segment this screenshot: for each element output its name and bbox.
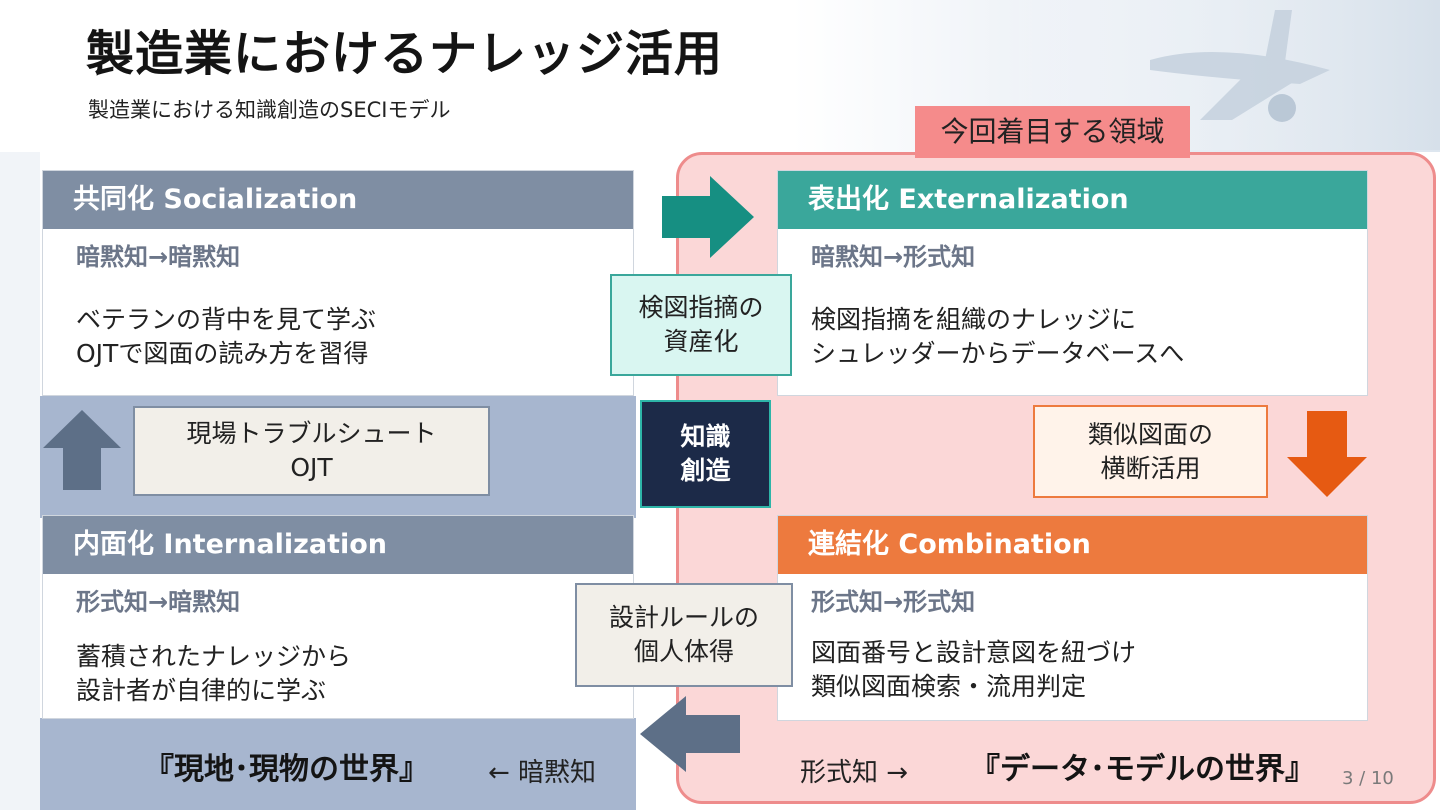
knowledge-creation-line: 創造: [680, 456, 731, 485]
internalization-conversion: 形式知→暗黙知: [76, 588, 241, 616]
arrow-down-icon: [1287, 411, 1367, 497]
externalization-body: 検図指摘を組織のナレッジに シュレッダーからデータベースへ: [811, 303, 1184, 371]
internalization-body-line: 蓄積されたナレッジから: [76, 642, 352, 671]
arrow-right-icon: [662, 176, 754, 258]
externalization-title: 表出化 Externalization: [778, 171, 1367, 229]
data-model-world-label: 『データ･モデルの世界』: [970, 752, 1315, 787]
page-number: 3 / 10: [1342, 768, 1394, 789]
explicit-knowledge-direction: 形式知 →: [800, 758, 909, 788]
socialization-quadrant: 共同化 Socialization 暗黙知→暗黙知 ベテランの背中を見て学ぶ O…: [42, 170, 634, 396]
knowledge-creation-center: 知識 創造: [640, 400, 771, 508]
real-world-band-bottom: [40, 718, 636, 810]
field-troubleshoot-callout-line: 現場トラブルシュート: [186, 419, 437, 448]
similar-drawing-callout-line: 横断活用: [1100, 453, 1201, 483]
arrow-up-icon: [43, 410, 121, 490]
combination-body-line: 類似図面検索・流用判定: [811, 672, 1087, 701]
combination-body: 図面番号と設計意図を紐づけ 類似図面検索・流用判定: [811, 636, 1136, 704]
socialization-body-line: OJTで図面の読み方を習得: [76, 339, 369, 368]
externalization-body-line: シュレッダーからデータベースへ: [811, 339, 1185, 368]
combination-conversion: 形式知→形式知: [811, 588, 976, 616]
externalization-quadrant: 表出化 Externalization 暗黙知→形式知 検図指摘を組織のナレッジ…: [777, 170, 1368, 396]
internalization-body-line: 設計者が自律的に学ぶ: [76, 676, 327, 705]
combination-body-line: 図面番号と設計意図を紐づけ: [811, 638, 1137, 667]
socialization-title: 共同化 Socialization: [43, 171, 633, 229]
kenzu-callout-line: 検図指摘の: [638, 293, 764, 322]
combination-quadrant: 連結化 Combination 形式知→形式知 図面番号と設計意図を紐づけ 類似…: [777, 515, 1368, 721]
combination-title: 連結化 Combination: [778, 516, 1367, 574]
socialization-body: ベテランの背中を見て学ぶ OJTで図面の読み方を習得: [76, 303, 376, 371]
similar-drawing-callout-line: 類似図面の: [1087, 419, 1213, 449]
internalization-title: 内面化 Internalization: [43, 516, 633, 574]
left-margin-band: [0, 152, 40, 810]
tacit-knowledge-direction: ← 暗黙知: [488, 758, 597, 788]
design-rule-callout: 設計ルールの 個人体得: [575, 583, 793, 687]
field-troubleshoot-callout: 現場トラブルシュート OJT: [133, 406, 490, 496]
socialization-body-line: ベテランの背中を見て学ぶ: [76, 305, 377, 334]
arrow-left-icon: [640, 696, 740, 772]
kenzu-callout: 検図指摘の 資産化: [610, 274, 792, 376]
internalization-body: 蓄積されたナレッジから 設計者が自律的に学ぶ: [76, 640, 351, 708]
similar-drawing-callout: 類似図面の 横断活用: [1033, 405, 1268, 498]
design-rule-callout-line: 設計ルールの: [608, 603, 759, 632]
field-troubleshoot-callout-line: OJT: [290, 453, 333, 482]
page-subtitle: 製造業における知識創造のSECIモデル: [88, 98, 451, 122]
knowledge-creation-line: 知識: [680, 422, 731, 451]
externalization-conversion: 暗黙知→形式知: [811, 243, 976, 271]
focus-region-label: 今回着目する領域: [915, 106, 1190, 158]
real-world-label: 『現地･現物の世界』: [144, 752, 429, 787]
kenzu-callout-line: 資産化: [663, 327, 739, 356]
design-rule-callout-line: 個人体得: [633, 637, 734, 666]
externalization-body-line: 検図指摘を組織のナレッジに: [811, 305, 1137, 334]
page-title: 製造業におけるナレッジ活用: [86, 26, 724, 82]
socialization-conversion: 暗黙知→暗黙知: [76, 243, 241, 271]
internalization-quadrant: 内面化 Internalization 形式知→暗黙知 蓄積されたナレッジから …: [42, 515, 634, 719]
